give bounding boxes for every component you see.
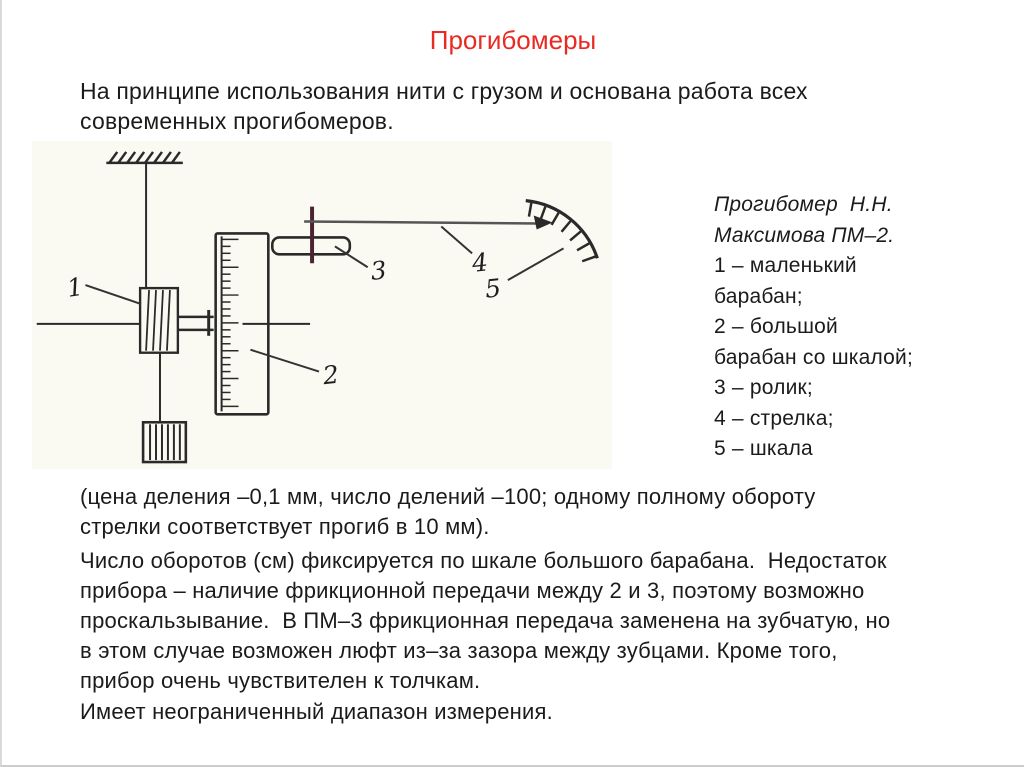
- body-line: в этом случае возможен люфт из–за зазора…: [80, 638, 838, 663]
- part-label-1: 1: [65, 272, 85, 303]
- part-label-4: 4: [470, 247, 490, 278]
- ceiling-support: [106, 151, 183, 165]
- body-line: Число оборотов (см) фиксируется по шкале…: [80, 548, 887, 573]
- roller: [271, 206, 352, 264]
- range-note-line: Имеет неограниченный диапазон измерения.: [80, 699, 553, 724]
- caption-item: 4 – стрелка;: [714, 406, 834, 430]
- small-drum: [138, 286, 180, 354]
- scale-note-paragraph: (цена деления –0,1 мм, число делений –10…: [80, 482, 990, 542]
- deflectometer-diagram: 1 2 3 4 5: [32, 141, 612, 469]
- intro-line: современных прогибомеров.: [80, 108, 394, 134]
- caption-item: барабан со шкалой;: [714, 345, 913, 369]
- caption-title-line: Прогибомер Н.Н.: [714, 193, 893, 216]
- part-label-5: 5: [484, 273, 503, 303]
- weight: [141, 420, 188, 464]
- caption-item: 1 – маленький: [714, 254, 857, 277]
- intro-line: На принципе использования нити с грузом …: [80, 78, 808, 104]
- figure-caption: Прогибомер Н.Н. Максимова ПМ–2. 1 – мале…: [714, 190, 994, 465]
- axle: [178, 309, 214, 336]
- caption-item: 2 – большой: [714, 315, 838, 338]
- body-line: прибора – наличие фрикционной передачи м…: [80, 578, 865, 603]
- note-line: стрелки соответствует прогиб в 10 мм).: [80, 514, 490, 539]
- caption-item: 3 – ролик;: [714, 376, 813, 399]
- caption-item: 5 – шкала: [714, 437, 813, 460]
- description-paragraph: Число оборотов (см) фиксируется по шкале…: [80, 546, 990, 696]
- intro-paragraph: На принципе использования нити с грузом …: [80, 76, 980, 136]
- diagram-svg: 1 2 3 4 5: [36, 151, 599, 464]
- big-drum: [214, 232, 270, 416]
- caption-item: барабан;: [714, 284, 803, 308]
- part-label-3: 3: [369, 255, 388, 285]
- page-title: Прогибомеры: [429, 25, 597, 55]
- body-line: прибор очень чувствителен к толчкам.: [80, 668, 481, 693]
- part-label-2: 2: [320, 360, 340, 391]
- body-line: проскальзывание. В ПМ–3 фрикционная пере…: [80, 608, 891, 633]
- leader-lines: [85, 225, 565, 373]
- arc-scale: [525, 199, 599, 263]
- caption-title-line: Максимова ПМ–2.: [714, 223, 895, 247]
- note-line: (цена деления –0,1 мм, число делений –10…: [80, 484, 816, 509]
- pointer-arrow: [304, 215, 553, 230]
